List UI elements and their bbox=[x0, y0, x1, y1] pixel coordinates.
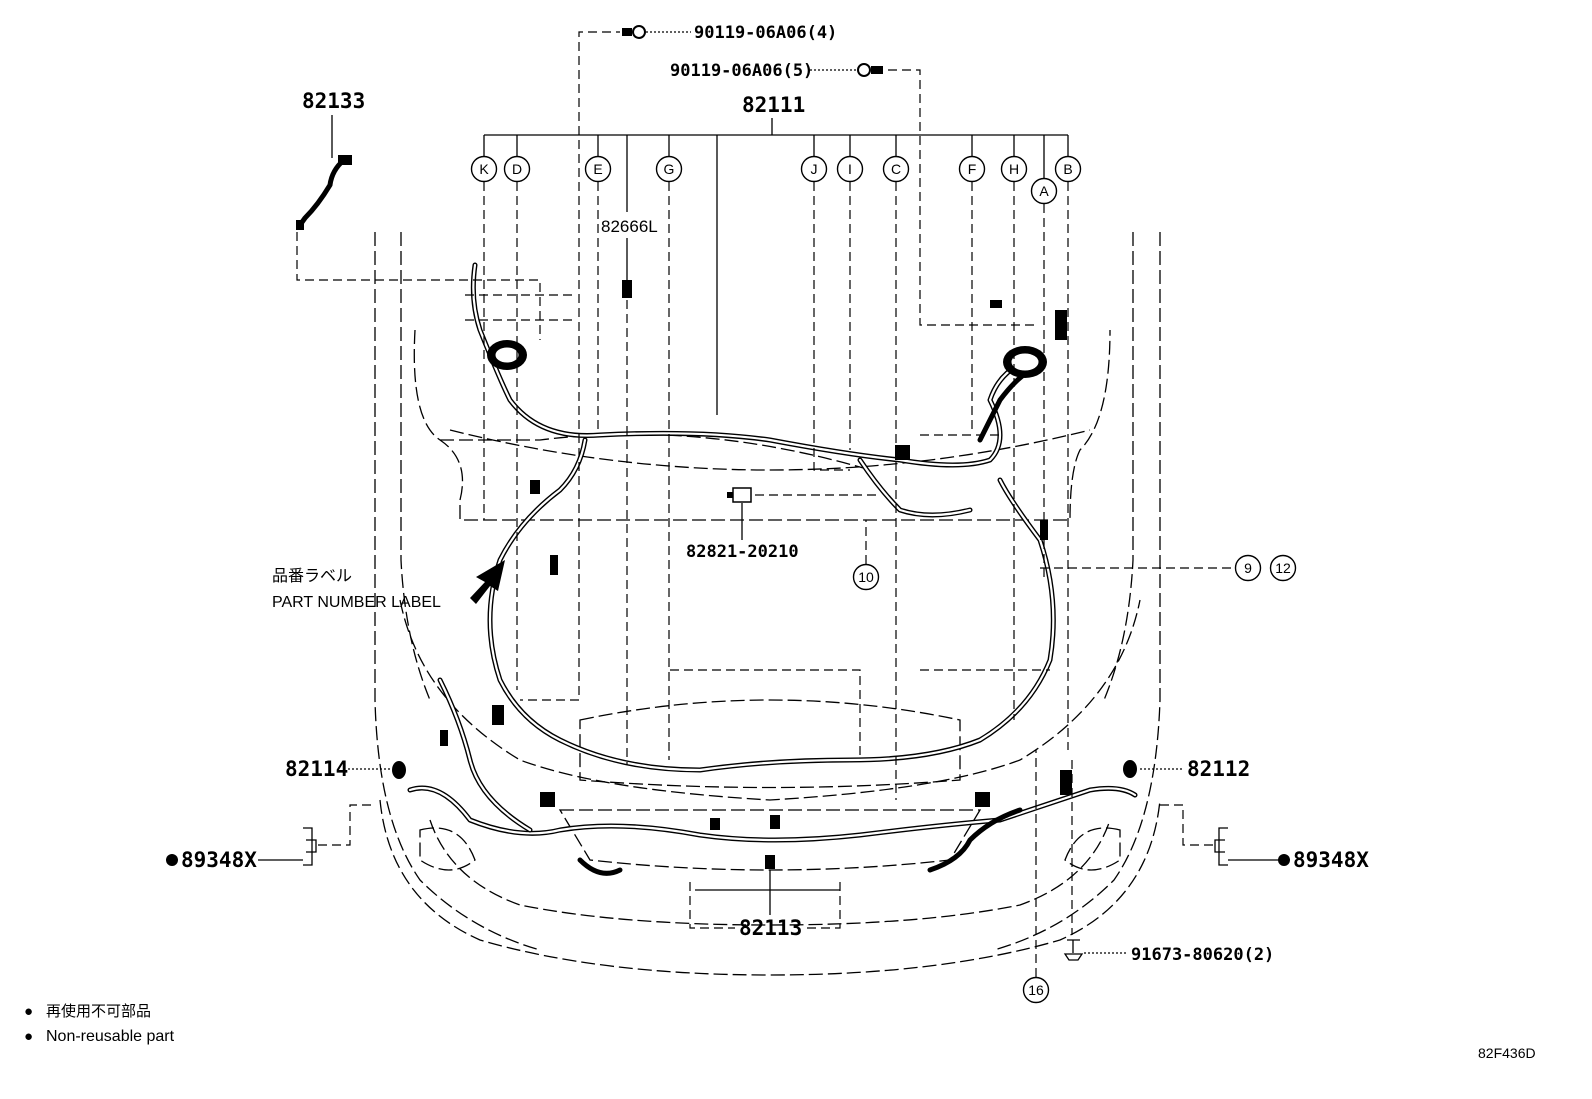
wire-82666L bbox=[622, 238, 632, 765]
bolt-90119-a bbox=[578, 25, 691, 695]
connector-A-callout[interactable]: A bbox=[1030, 177, 1058, 205]
svg-text:C: C bbox=[891, 161, 901, 177]
svg-text:G: G bbox=[664, 161, 675, 177]
legend-en: Non-reusable part bbox=[46, 1028, 175, 1045]
svg-text:J: J bbox=[811, 161, 818, 177]
connector-J-callout[interactable]: J bbox=[800, 155, 828, 183]
svg-text:A: A bbox=[1039, 183, 1049, 199]
harness-82114 bbox=[348, 761, 406, 779]
connector-E-callout[interactable]: E bbox=[584, 155, 612, 183]
svg-text:10: 10 bbox=[858, 569, 874, 585]
svg-text:9: 9 bbox=[1244, 560, 1252, 576]
connector-K-callout[interactable]: K bbox=[470, 155, 498, 183]
connector-B-callout[interactable]: B bbox=[1054, 155, 1082, 183]
svg-text:16: 16 bbox=[1028, 982, 1044, 998]
part-number-label-annotation: 品番ラベル PART NUMBER LABEL bbox=[272, 560, 505, 611]
part-number-89348X-right[interactable]: 89348X bbox=[1293, 848, 1369, 872]
bolt-90119-b bbox=[810, 63, 1035, 326]
connector-G-callout[interactable]: G bbox=[655, 155, 683, 183]
svg-text:E: E bbox=[593, 161, 602, 177]
bracket-89348X-right bbox=[1160, 804, 1290, 866]
connector-I-callout[interactable]: I bbox=[836, 155, 864, 183]
non-reusable-marker-icon bbox=[1278, 854, 1290, 866]
callout-numbers: 10 9 12 16 bbox=[852, 554, 1297, 1004]
svg-text:B: B bbox=[1063, 161, 1072, 177]
svg-text:12: 12 bbox=[1275, 560, 1291, 576]
wire-harness-routing bbox=[407, 262, 1138, 876]
part-number-89348X-left[interactable]: 89348X bbox=[181, 848, 257, 872]
sensor-82821-20210 bbox=[727, 487, 880, 540]
arrow-icon bbox=[470, 560, 505, 604]
legend: ● 再使用不可部品 ● Non-reusable part bbox=[24, 1003, 175, 1045]
svg-text:F: F bbox=[968, 161, 977, 177]
svg-text:D: D bbox=[512, 161, 522, 177]
connector-D-callout[interactable]: D bbox=[503, 155, 531, 183]
callout-10[interactable]: 10 bbox=[852, 563, 880, 591]
figure-code: 82F436D bbox=[1478, 1045, 1536, 1061]
legend-marker-icon: ● bbox=[24, 1003, 33, 1020]
part-number-82666L[interactable]: 82666L bbox=[601, 217, 658, 236]
callout-9[interactable]: 9 bbox=[1234, 554, 1262, 582]
connector-F-callout[interactable]: F bbox=[958, 155, 986, 183]
svg-text:H: H bbox=[1009, 161, 1019, 177]
part-number-91673-80620[interactable]: 91673-80620(2) bbox=[1131, 945, 1274, 965]
harness-82111-leaders bbox=[465, 118, 1073, 935]
part-number-82112[interactable]: 82112 bbox=[1187, 757, 1250, 781]
harness-82112 bbox=[1123, 760, 1184, 778]
bracket-89348X-left bbox=[166, 804, 375, 866]
callout-12[interactable]: 12 bbox=[1269, 554, 1297, 582]
callout-16[interactable]: 16 bbox=[1022, 976, 1050, 1004]
screw-91673-80620 bbox=[1063, 939, 1128, 961]
part-number-82821-20210[interactable]: 82821-20210 bbox=[686, 542, 799, 562]
connector-letters: K D E G J I C F H A B bbox=[470, 155, 1082, 205]
part-number-label-en: PART NUMBER LABEL bbox=[272, 594, 441, 611]
connector-H-callout[interactable]: H bbox=[1000, 155, 1028, 183]
part-number-90119-06A06-4[interactable]: 90119-06A06(4) bbox=[694, 23, 837, 43]
part-number-90119-06A06-5[interactable]: 90119-06A06(5) bbox=[670, 61, 813, 81]
legend-marker-icon: ● bbox=[24, 1028, 33, 1045]
connector-C-callout[interactable]: C bbox=[882, 155, 910, 183]
part-number-82111[interactable]: 82111 bbox=[742, 93, 805, 117]
svg-text:K: K bbox=[479, 161, 489, 177]
sub-harness-82133 bbox=[296, 115, 541, 340]
legend-jp: 再使用不可部品 bbox=[46, 1003, 151, 1020]
harness-82113 bbox=[689, 855, 841, 929]
part-number-82133[interactable]: 82133 bbox=[302, 89, 365, 113]
non-reusable-marker-icon bbox=[166, 854, 178, 866]
part-number-82114[interactable]: 82114 bbox=[285, 757, 348, 781]
part-number-label-jp: 品番ラベル bbox=[272, 567, 352, 585]
part-number-82113[interactable]: 82113 bbox=[739, 916, 802, 940]
svg-text:I: I bbox=[848, 161, 852, 177]
